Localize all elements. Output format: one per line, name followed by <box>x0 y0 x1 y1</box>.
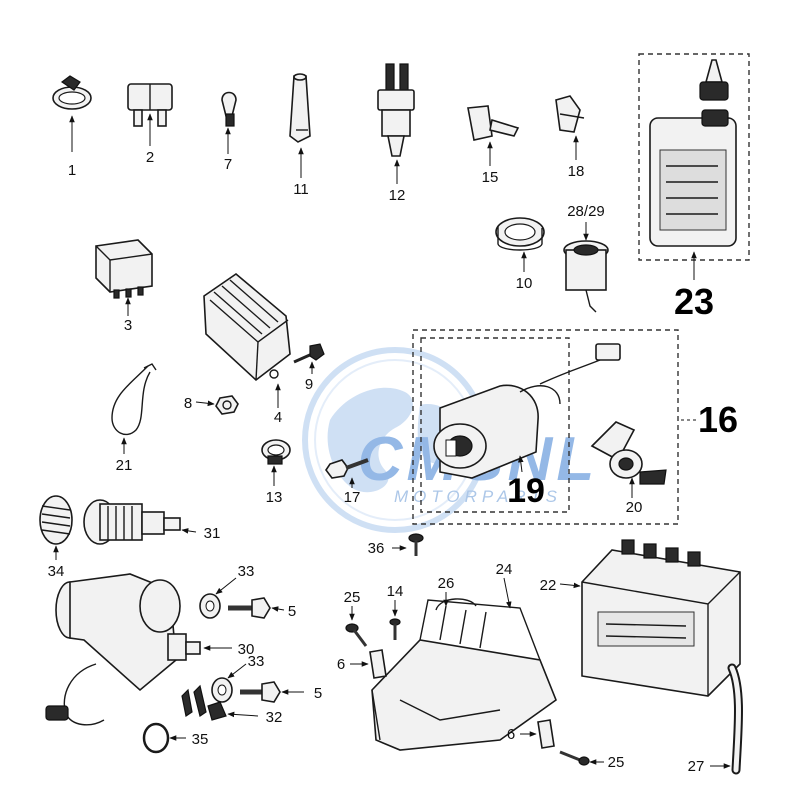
nut-icon <box>215 395 239 415</box>
callout-24: 24 <box>496 561 513 578</box>
callout-5-upper: 5 <box>288 603 296 620</box>
clip-6-upper-icon <box>369 649 387 679</box>
callout-25-lower: 25 <box>608 754 625 771</box>
callout-11: 11 <box>293 181 309 198</box>
screw-14-icon <box>389 618 401 640</box>
callout-36: 36 <box>368 540 385 557</box>
callout-9: 9 <box>305 376 313 393</box>
callout-18: 18 <box>568 163 585 180</box>
callout-30: 30 <box>238 641 255 658</box>
callout-12: 12 <box>389 187 406 204</box>
breather-hose-icon <box>727 663 743 775</box>
brake-switch-icon <box>377 63 415 157</box>
callout-28-29: 28/29 <box>567 203 605 220</box>
callout-33-lower: 33 <box>248 653 265 670</box>
battery-icon <box>581 539 741 697</box>
oil-bottle-icon <box>649 59 737 247</box>
brush-holder-icon <box>181 684 227 721</box>
callout-6-lower: 6 <box>507 726 515 743</box>
o-ring-icon <box>142 722 170 754</box>
callout-23: 23 <box>674 281 714 322</box>
ring-icon <box>495 217 545 251</box>
hose-clamp-icon <box>52 75 92 110</box>
starter-drive-icon <box>83 499 181 545</box>
fuse-icon <box>127 83 173 127</box>
callout-3: 3 <box>124 317 132 334</box>
callout-15: 15 <box>482 169 499 186</box>
callout-labels: 1 2 7 11 12 15 18 23 28/29 10 3 4 9 8 21… <box>48 149 738 775</box>
screw-icon <box>408 533 424 556</box>
screw-25-upper-icon <box>345 623 368 647</box>
washer-bolt-upper-icon <box>199 593 271 619</box>
callout-4: 4 <box>274 409 282 426</box>
callout-27: 27 <box>688 758 705 775</box>
power-socket-icon <box>563 240 609 313</box>
callout-21: 21 <box>116 457 133 474</box>
callout-10: 10 <box>516 275 533 292</box>
voltage-regulator-icon <box>203 272 291 382</box>
callout-2: 2 <box>146 149 154 166</box>
callout-25-upper: 25 <box>344 589 361 606</box>
callout-13: 13 <box>266 489 283 506</box>
callout-19: 19 <box>507 472 545 510</box>
callout-16: 16 <box>698 399 738 440</box>
ignition-lock-icon <box>433 343 621 479</box>
callout-31: 31 <box>204 525 221 542</box>
callout-35: 35 <box>192 731 209 748</box>
callout-22: 22 <box>540 577 557 594</box>
screw-25-lower-icon <box>559 750 590 766</box>
small-clamp-icon <box>261 439 291 465</box>
connector-icon <box>467 105 520 141</box>
seat-lock-icon <box>590 421 667 485</box>
kit-box-19 <box>420 337 570 513</box>
callout-20: 20 <box>626 499 643 516</box>
bolt-icon <box>293 343 325 364</box>
battery-tray-icon <box>371 598 557 751</box>
clip-6-lower-icon <box>537 719 555 749</box>
callout-1: 1 <box>68 162 76 179</box>
callout-17: 17 <box>344 489 361 506</box>
washer-bolt-lower-icon <box>211 677 281 703</box>
kit-box-16 <box>412 329 679 525</box>
callout-7: 7 <box>224 156 232 173</box>
cable-tie-icon <box>111 363 157 436</box>
wire-clip-icon <box>555 95 585 133</box>
spring-icon <box>39 495 73 545</box>
watermark-tagline: MOTORPARTS <box>394 487 562 506</box>
relay-icon <box>95 239 153 299</box>
starter-motor-icon <box>45 573 201 726</box>
callout-14: 14 <box>387 583 404 600</box>
callout-32: 32 <box>266 709 283 726</box>
hex-bolt-icon <box>325 458 369 479</box>
callout-6-upper: 6 <box>337 656 345 673</box>
clip-icon <box>221 91 237 127</box>
rubber-sleeve-icon <box>289 73 311 143</box>
callout-33-upper: 33 <box>238 563 255 580</box>
callout-34: 34 <box>48 563 65 580</box>
callout-5-lower: 5 <box>314 685 322 702</box>
callout-26: 26 <box>438 575 455 592</box>
callout-8: 8 <box>184 395 192 412</box>
